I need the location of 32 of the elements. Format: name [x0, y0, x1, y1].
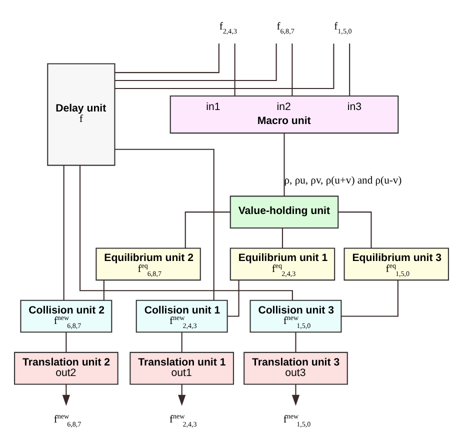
connector — [283, 133, 284, 196]
connector — [78, 165, 292, 300]
arrow — [62, 384, 70, 406]
connector — [184, 212, 230, 248]
node-box: Value-holding unit — [229, 196, 338, 228]
connector — [65, 332, 66, 352]
node-box: in1 in2 in3 Macro unit — [169, 95, 398, 134]
connector — [114, 43, 276, 82]
node-text: f$_{2,4,3}$ — [218, 21, 236, 36]
node-box: Translation unit 2 out2 — [14, 352, 118, 385]
connector — [281, 228, 283, 248]
node-text: f$_{6,8,7}$ — [276, 21, 294, 36]
connector — [338, 212, 372, 248]
connector — [234, 44, 235, 96]
connector — [294, 332, 296, 352]
connector — [180, 332, 182, 352]
arrow — [291, 384, 300, 406]
node-box: Translation unit 1 out1 — [129, 352, 234, 385]
node-box: Translation unit 3 out3 — [243, 352, 348, 385]
connector — [348, 44, 350, 96]
connector — [102, 280, 104, 300]
arrow — [178, 384, 186, 406]
node-text: f$_{1,5,0}$ — [334, 21, 352, 36]
connector — [114, 44, 219, 74]
connector — [227, 280, 239, 317]
connector — [340, 280, 398, 317]
connector — [62, 165, 64, 300]
connector — [114, 148, 214, 300]
node-box: Delay unit f — [46, 63, 115, 166]
connector — [291, 44, 292, 96]
edge-label: ρ, ρu, ρv, ρ(u+v) and ρ(u-v) — [284, 175, 402, 186]
connector — [114, 44, 334, 89]
